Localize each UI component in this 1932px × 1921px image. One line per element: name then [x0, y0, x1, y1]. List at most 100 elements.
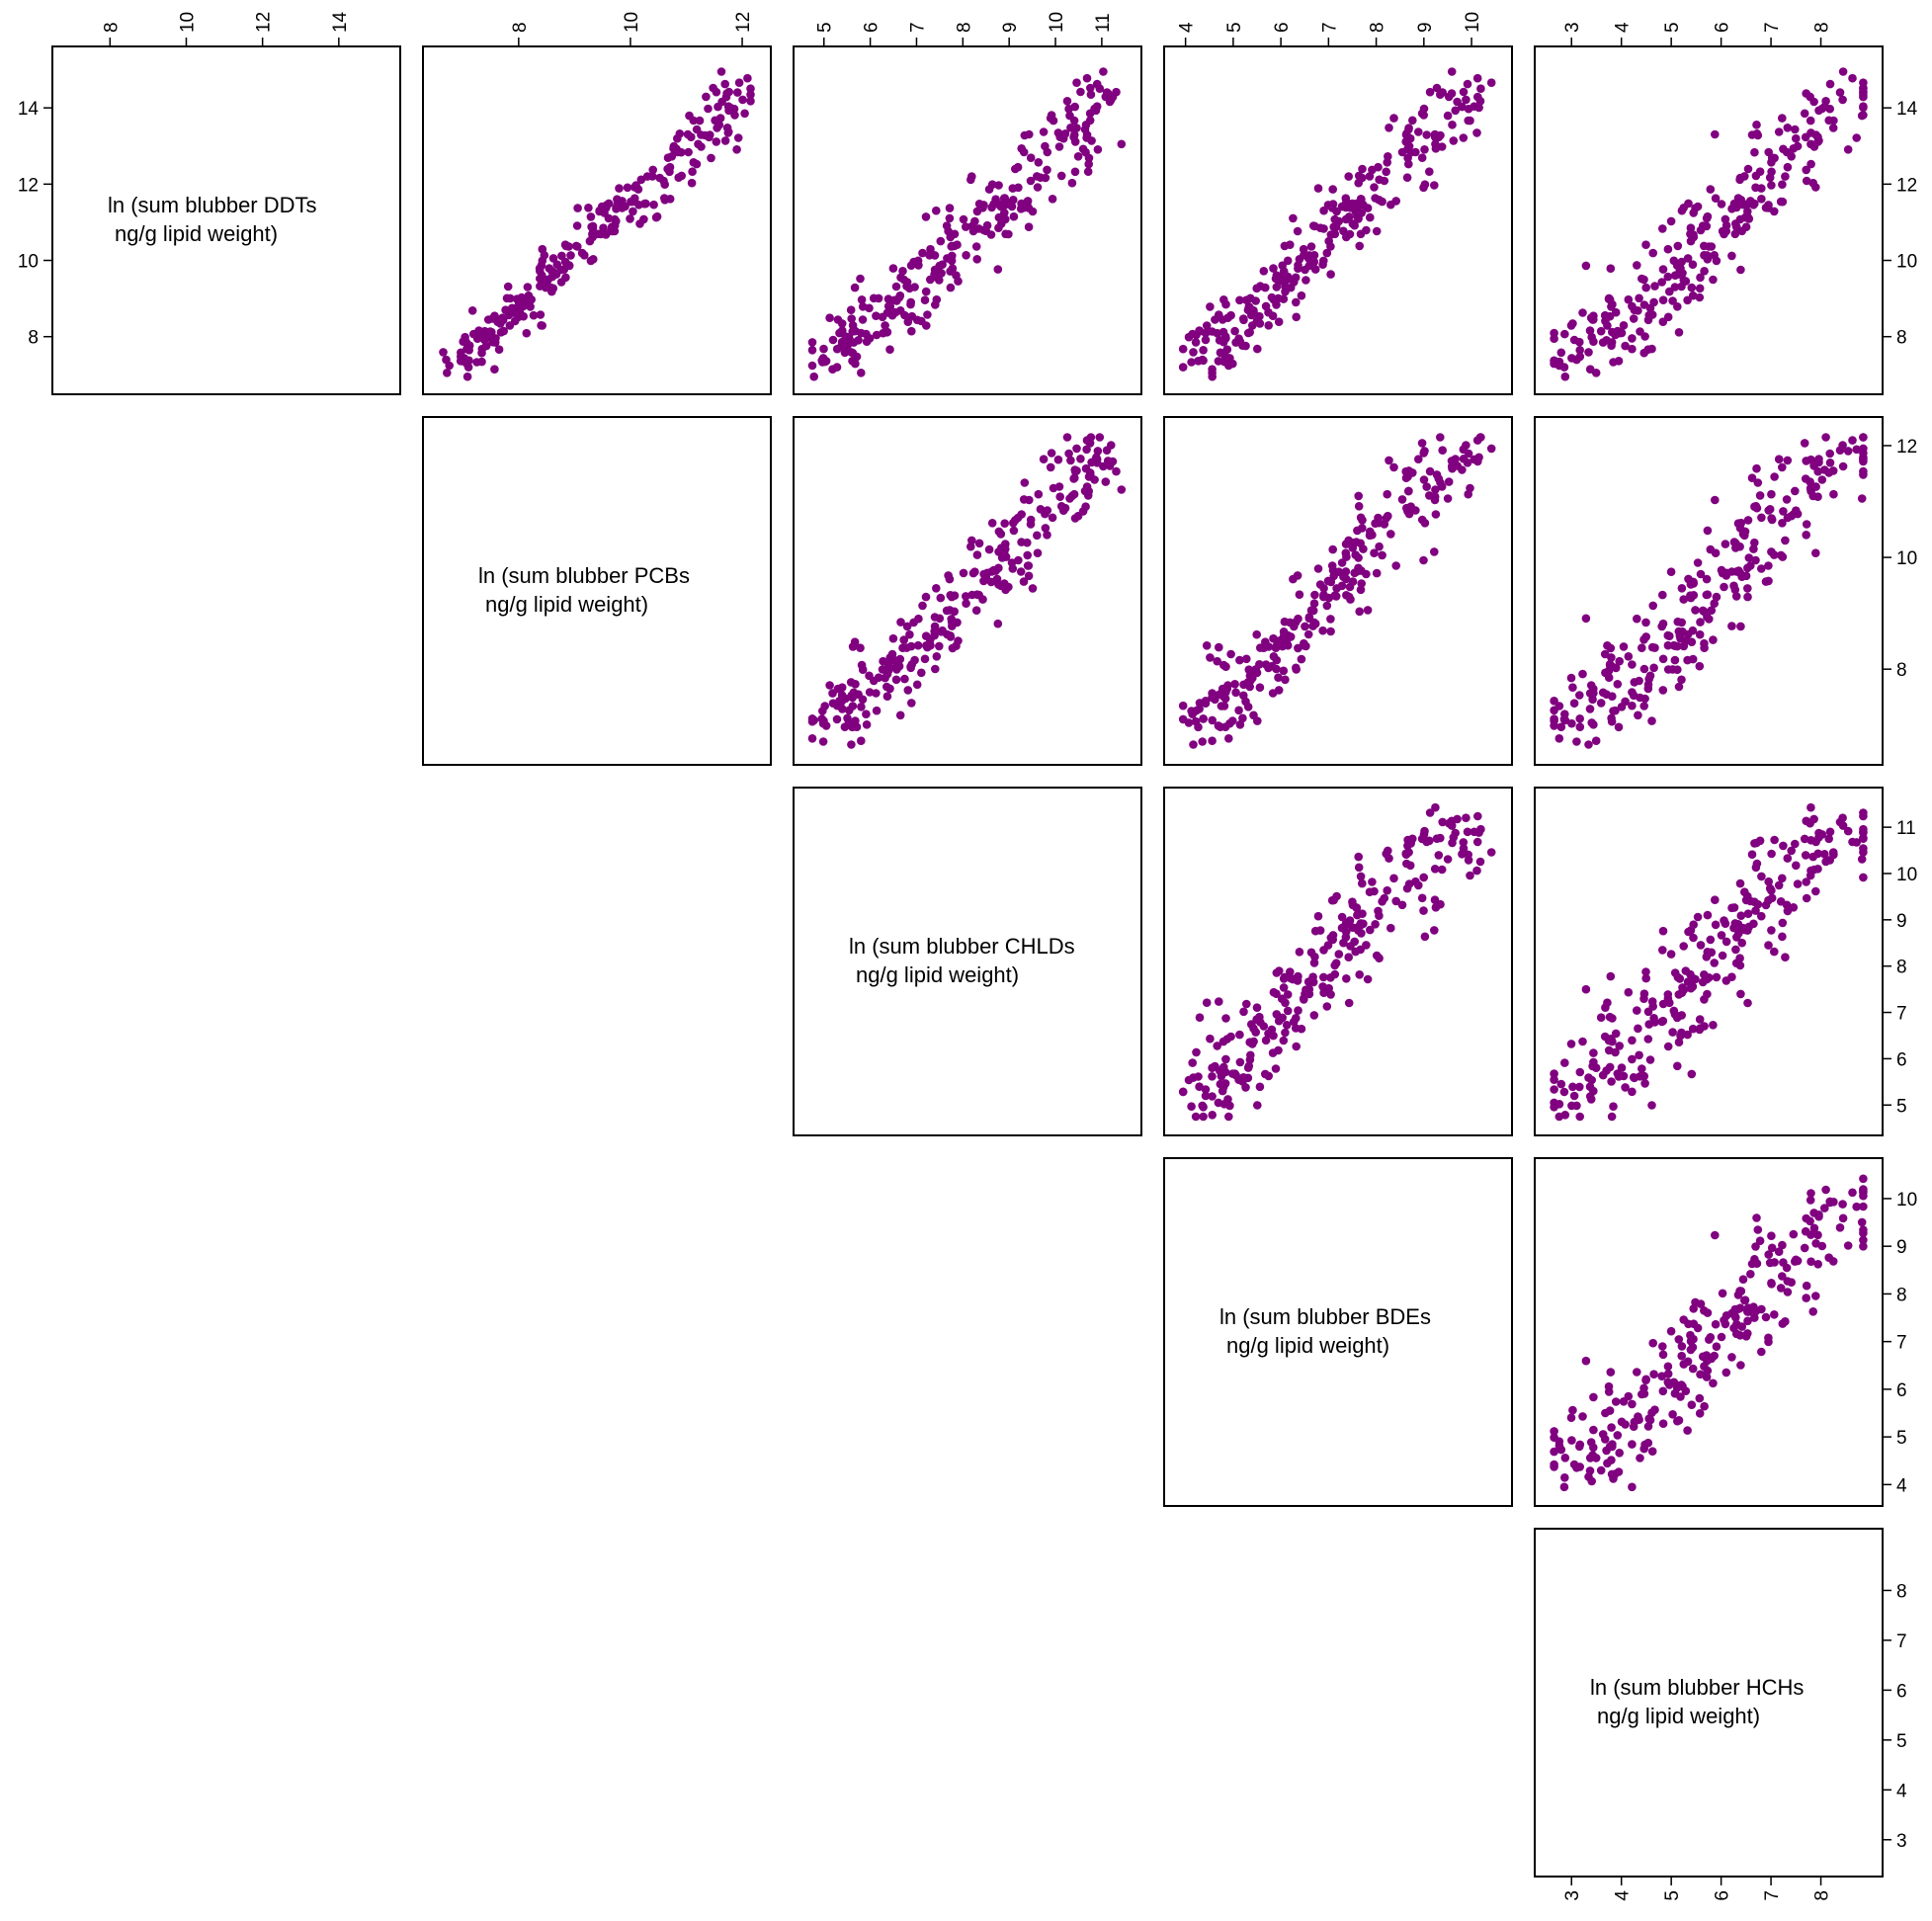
data-point [1337, 558, 1347, 567]
data-point [1430, 132, 1440, 141]
data-point [1828, 124, 1838, 132]
top-tick-label: 9 [1415, 22, 1436, 33]
data-point [1802, 877, 1810, 886]
data-point [1779, 144, 1788, 154]
variable-label-line2: ng/g lipid weight) [1226, 1333, 1389, 1358]
data-point [1572, 1463, 1581, 1472]
data-point [1328, 544, 1337, 554]
data-point [1438, 817, 1447, 827]
data-point [629, 207, 637, 216]
data-point [1383, 489, 1391, 499]
data-point [1322, 601, 1332, 611]
data-point [1843, 447, 1853, 456]
data-point [1411, 506, 1420, 515]
data-point [1009, 526, 1019, 536]
data-point [1684, 574, 1693, 584]
data-point [1234, 706, 1243, 715]
data-point [1641, 967, 1650, 976]
data-point [848, 722, 857, 732]
data-point [1578, 1412, 1587, 1421]
data-point [1603, 998, 1612, 1007]
data-point [1355, 970, 1364, 979]
data-point [1688, 1024, 1698, 1034]
top-tick-label: 12 [733, 12, 754, 33]
data-point [1253, 716, 1262, 725]
data-point [1696, 225, 1706, 235]
data-point [1280, 972, 1290, 982]
data-point [1019, 147, 1029, 157]
data-point [1572, 737, 1581, 746]
data-point [595, 207, 604, 216]
data-point [1691, 606, 1700, 615]
data-point [1607, 341, 1616, 351]
data-point [1382, 167, 1390, 177]
data-point [1470, 455, 1479, 464]
data-point [1062, 433, 1072, 442]
data-point [1365, 887, 1375, 896]
data-point [1264, 1071, 1273, 1081]
data-point [1639, 635, 1648, 644]
data-point [1230, 680, 1239, 689]
data-point [1472, 837, 1482, 847]
data-point [1575, 337, 1584, 347]
data-point [1344, 998, 1354, 1008]
data-point [1817, 475, 1827, 484]
data-point [1700, 1401, 1709, 1411]
data-point [1449, 136, 1459, 145]
data-point [1658, 926, 1668, 936]
data-point [1813, 865, 1822, 874]
data-point [1251, 1028, 1260, 1037]
data-point [1192, 1047, 1201, 1057]
data-point [1341, 199, 1351, 209]
data-point [1235, 295, 1244, 305]
data-point [580, 250, 589, 260]
data-point [1278, 261, 1287, 271]
data-point [1554, 734, 1564, 743]
data-point [1814, 1211, 1823, 1219]
data-point [1734, 1304, 1743, 1313]
data-point [1431, 802, 1440, 812]
data-point [1808, 1307, 1817, 1316]
data-point [1199, 714, 1208, 723]
data-point [1835, 88, 1845, 97]
data-point [1202, 998, 1212, 1007]
data-point [1247, 1020, 1256, 1029]
right-tick-label: 3 [1896, 1831, 1907, 1852]
data-point [1820, 1204, 1829, 1212]
data-point [1607, 1423, 1616, 1432]
data-point [1765, 1258, 1775, 1268]
data-point [1382, 514, 1390, 523]
data-point [930, 272, 939, 282]
data-point [974, 539, 984, 548]
data-point [648, 165, 657, 175]
data-point [1791, 839, 1800, 849]
data-point [1658, 295, 1668, 305]
data-point [1619, 321, 1629, 330]
data-point [1657, 278, 1666, 287]
data-point [1825, 459, 1835, 467]
data-point [1292, 312, 1301, 322]
data-point [1764, 201, 1773, 209]
data-point [1802, 520, 1811, 529]
data-point [1743, 207, 1752, 216]
data-point [1220, 722, 1230, 731]
data-point [1609, 1102, 1618, 1111]
right-tick-label: 12 [1896, 437, 1917, 458]
data-point [872, 689, 881, 698]
data-point [1624, 294, 1634, 304]
data-point [1746, 1270, 1755, 1279]
data-point [1749, 544, 1758, 553]
data-point [1857, 111, 1867, 121]
data-point [1820, 465, 1829, 474]
data-point [1404, 836, 1413, 845]
data-point [1259, 267, 1269, 276]
data-point [1217, 702, 1226, 710]
right-tick-label: 10 [1896, 865, 1917, 885]
data-point [874, 673, 883, 682]
data-point [1252, 1003, 1262, 1012]
data-point [1859, 1202, 1868, 1211]
data-point [1272, 1010, 1282, 1019]
data-point [1178, 1087, 1188, 1097]
data-point [1326, 270, 1335, 279]
